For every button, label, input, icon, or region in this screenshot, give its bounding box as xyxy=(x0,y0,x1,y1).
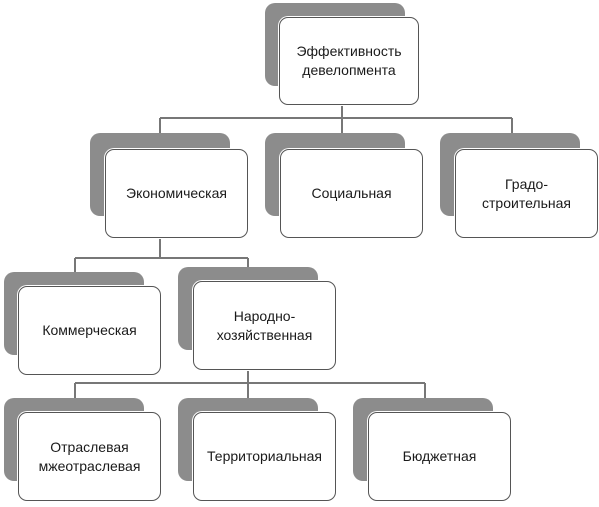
node-budget-label: Бюджетная xyxy=(402,448,477,464)
node-root-box: Эффективность девелопмента xyxy=(279,17,419,105)
node-root-label: Эффективность девелопмента xyxy=(296,43,402,78)
node-urban-label: Градо- строительная xyxy=(482,175,571,211)
node-social-label: Социальная xyxy=(311,185,392,201)
node-commercial-label: Коммерческая xyxy=(42,322,137,338)
node-economic-label: Экономическая xyxy=(126,185,227,201)
node-sectoral-box: Отраслевая мжеотраслевая xyxy=(18,412,161,501)
node-budget-box: Бюджетная xyxy=(368,412,511,501)
node-social-box: Социальная xyxy=(280,149,423,238)
node-territorial-label: Территориальная xyxy=(207,448,322,464)
node-sectoral-label: Отраслевая мжеотраслевая xyxy=(38,438,141,474)
node-economic-box: Экономическая xyxy=(105,149,248,238)
node-national-label: Народно- хозяйственная xyxy=(216,307,313,343)
node-territorial-box: Территориальная xyxy=(193,412,336,501)
node-national-box: Народно- хозяйственная xyxy=(193,281,336,370)
node-urban-box: Градо- строительная xyxy=(455,149,598,238)
node-commercial-box: Коммерческая xyxy=(18,286,161,375)
